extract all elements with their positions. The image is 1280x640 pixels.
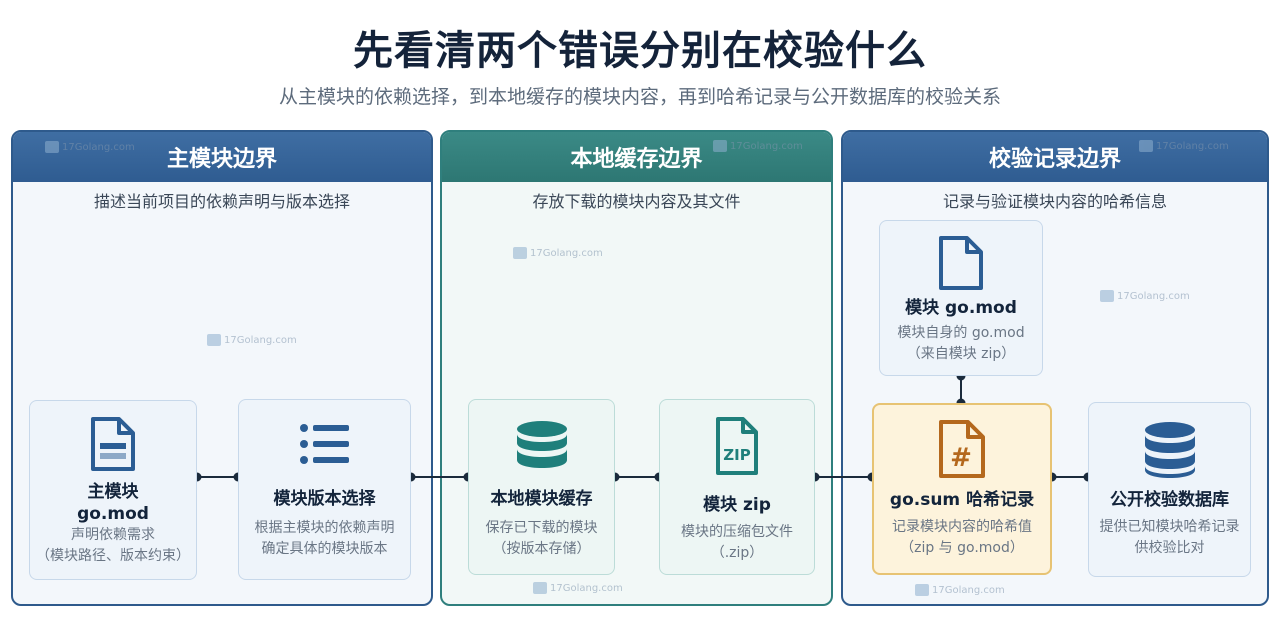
watermark-text: 17Golang.com [730, 140, 803, 152]
panel-header: 校验记录边界 [843, 132, 1267, 182]
card-desc: 保存已下载的模块 [485, 520, 598, 536]
database-icon [1144, 422, 1195, 478]
card-desc: 记录模块内容的哈希值 [892, 519, 1032, 535]
watermark-text: 17Golang.com [1117, 290, 1190, 302]
document-icon [939, 236, 983, 290]
card-module-zip[interactable]: ZIP 模块 zip 模块的压缩包文件 （.zip） [659, 399, 815, 575]
hash-file-icon: # [939, 420, 985, 478]
card-title: 模块 zip [703, 495, 771, 515]
card-title: go.sum 哈希记录 [889, 490, 1035, 510]
card-title: 模块 go.mod [905, 298, 1017, 318]
card-main-gomod[interactable]: 主模块 go.mod 声明依赖需求 （模块路径、版本约束） [29, 400, 197, 580]
card-desc: 模块的压缩包文件 [681, 524, 793, 540]
card-title: 模块版本选择 [273, 489, 376, 509]
watermark: 17Golang.com [45, 141, 135, 153]
card-version-select[interactable]: 模块版本选择 根据主模块的依赖声明 确定具体的模块版本 [238, 399, 411, 580]
page-title: 先看清两个错误分别在校验什么 [353, 28, 927, 74]
watermark-text: 17Golang.com [224, 334, 297, 346]
card-desc: 提供已知模块哈希记录 [1099, 519, 1240, 535]
card-desc: （模块路径、版本约束） [36, 548, 190, 564]
panel-description: 记录与验证模块内容的哈希信息 [942, 192, 1167, 211]
watermark-logo-icon [513, 247, 527, 259]
list-icon [299, 424, 349, 464]
card-module-gomod[interactable]: 模块 go.mod 模块自身的 go.mod （来自模块 zip） [879, 220, 1043, 376]
watermark-logo-icon [207, 334, 221, 346]
watermark: 17Golang.com [1100, 290, 1190, 302]
watermark-logo-icon [1100, 290, 1114, 302]
card-desc: （按版本存储） [492, 541, 591, 557]
page-subtitle: 从主模块的依赖选择，到本地缓存的模块内容，再到哈希记录与公开数据库的校验关系 [278, 86, 1001, 108]
card-gosum[interactable]: # go.sum 哈希记录 记录模块内容的哈希值 （zip 与 go.mod） [872, 403, 1052, 575]
watermark: 17Golang.com [915, 584, 1005, 596]
watermark-logo-icon [1139, 140, 1153, 152]
watermark-text: 17Golang.com [62, 141, 135, 153]
card-desc: 声明依赖需求 [71, 527, 155, 543]
watermark: 17Golang.com [1139, 140, 1229, 152]
card-desc: 根据主模块的依赖声明 [254, 520, 395, 536]
card-local-cache[interactable]: 本地模块缓存 保存已下载的模块 （按版本存储） [468, 399, 615, 575]
watermark-text: 17Golang.com [1156, 140, 1229, 152]
card-desc: （来自模块 zip） [906, 346, 1016, 362]
watermark: 17Golang.com [513, 247, 603, 259]
watermark: 17Golang.com [533, 582, 623, 594]
database-icon [516, 421, 567, 468]
panel-header: 本地缓存边界 [442, 132, 831, 182]
card-title: 主模块 [87, 482, 139, 502]
card-desc: （zip 与 go.mod） [900, 540, 1024, 556]
svg-text:ZIP: ZIP [723, 446, 750, 464]
card-public-db[interactable]: 公开校验数据库 提供已知模块哈希记录 供校验比对 [1088, 402, 1251, 577]
document-icon [91, 417, 135, 471]
watermark-logo-icon [713, 140, 727, 152]
svg-text:#: # [950, 443, 972, 473]
card-desc: 模块自身的 go.mod [897, 325, 1025, 341]
watermark-text: 17Golang.com [550, 582, 623, 594]
card-desc: 确定具体的模块版本 [261, 541, 388, 557]
watermark-text: 17Golang.com [932, 584, 1005, 596]
card-desc: 供校验比对 [1134, 540, 1205, 556]
panel-description: 存放下载的模块内容及其文件 [532, 192, 741, 211]
watermark: 17Golang.com [207, 334, 297, 346]
watermark-logo-icon [45, 141, 59, 153]
watermark: 17Golang.com [713, 140, 803, 152]
watermark-logo-icon [915, 584, 929, 596]
card-desc: （.zip） [710, 545, 764, 561]
zip-file-icon: ZIP [716, 417, 758, 475]
card-title: 本地模块缓存 [490, 489, 593, 509]
card-title-sub: go.mod [77, 504, 149, 524]
panel-description: 描述当前项目的依赖声明与版本选择 [93, 192, 350, 211]
watermark-logo-icon [533, 582, 547, 594]
watermark-text: 17Golang.com [530, 247, 603, 259]
card-title: 公开校验数据库 [1110, 490, 1229, 510]
panel-header: 主模块边界 [13, 132, 431, 182]
